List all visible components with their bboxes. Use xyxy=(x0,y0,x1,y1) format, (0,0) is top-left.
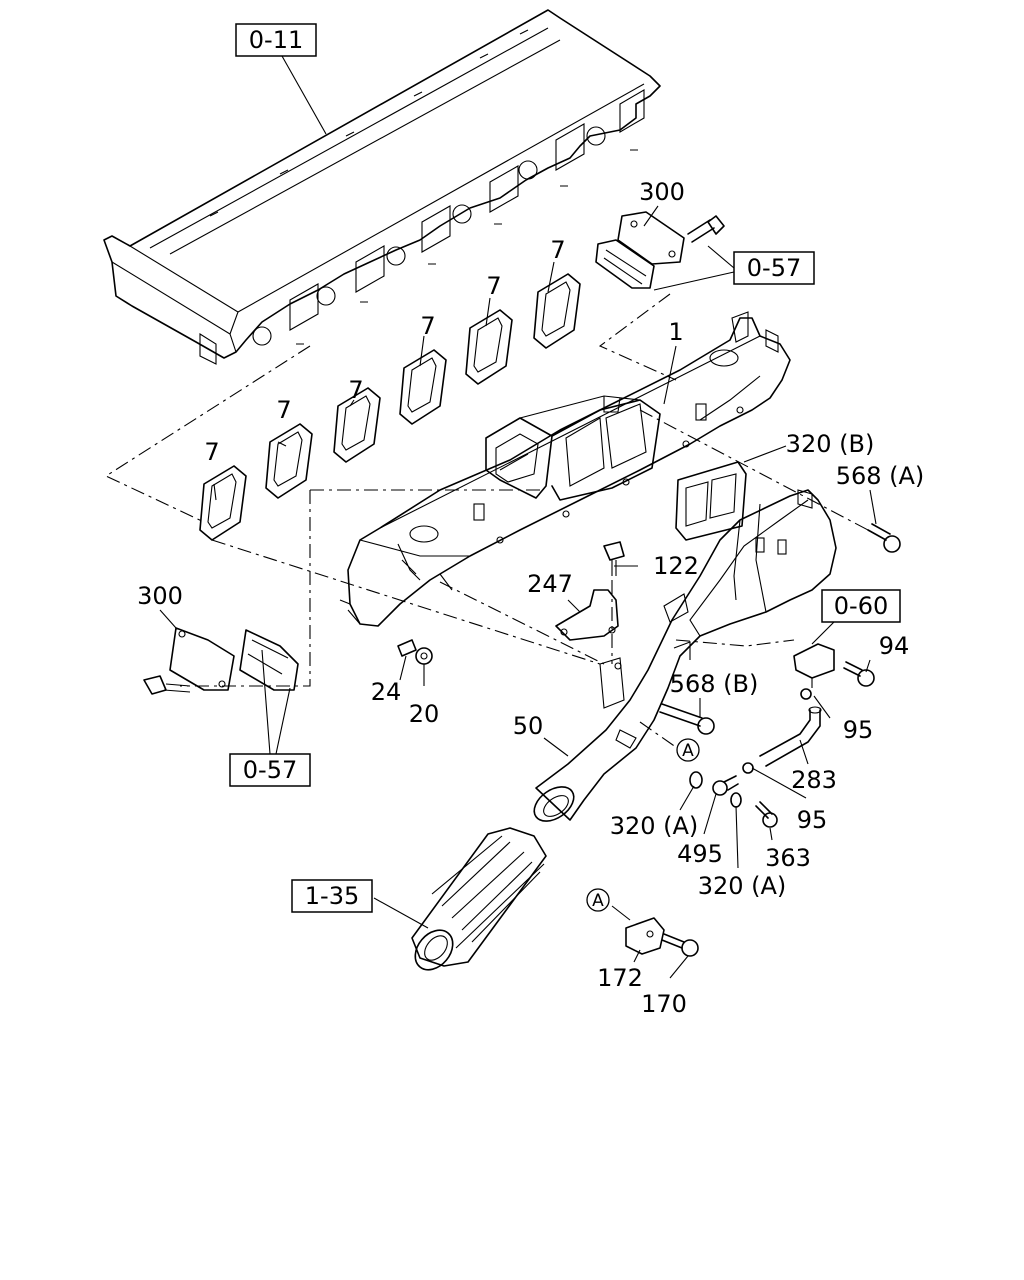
svg-text:0-60: 0-60 xyxy=(834,592,888,620)
label-50: 50 xyxy=(513,712,544,740)
label-320b: 320 (B) xyxy=(786,430,875,458)
cylinder-head xyxy=(103,9,661,365)
gasket-5 xyxy=(465,309,513,385)
ref-box-hose: 1-35 xyxy=(291,879,373,913)
gasket-1 xyxy=(199,465,247,541)
label-172: 172 xyxy=(597,964,643,992)
ref-box-cover-lower: 0-57 xyxy=(229,753,311,787)
intake-manifold xyxy=(339,311,791,627)
gasket-6 xyxy=(533,273,581,349)
svg-text:A: A xyxy=(682,741,694,761)
bracket-172-bolt-170 xyxy=(625,917,699,957)
cover-plate-lower xyxy=(143,627,299,695)
plug-24-nut-20 xyxy=(397,639,433,665)
label-320a-2: 320 (A) xyxy=(698,872,787,900)
svg-text:0-11: 0-11 xyxy=(249,26,303,54)
callout-a-pipe: A xyxy=(676,738,700,762)
svg-text:0-57: 0-57 xyxy=(243,756,297,784)
svg-text:1-35: 1-35 xyxy=(305,882,359,910)
hose-283 xyxy=(759,706,822,767)
label-7c: 7 xyxy=(420,312,435,340)
ref-box-cover-upper: 0-57 xyxy=(733,251,815,285)
gasket-3 xyxy=(333,387,381,463)
label-300-lower: 300 xyxy=(137,582,183,610)
label-568a: 568 (A) xyxy=(836,462,925,490)
label-170: 170 xyxy=(641,990,687,1018)
label-122: 122 xyxy=(653,552,699,580)
callout-a-bracket: A xyxy=(586,888,610,912)
label-7e: 7 xyxy=(276,396,291,424)
bolt-94 xyxy=(843,661,875,687)
label-7b: 7 xyxy=(486,272,501,300)
part-labels: 1 7 7 7 7 7 7 300 300 320 (B) 568 (A) 12… xyxy=(137,178,924,1018)
label-95-upper: 95 xyxy=(843,716,874,744)
label-20: 20 xyxy=(409,700,440,728)
gasket-2 xyxy=(265,423,313,499)
svg-text:0-57: 0-57 xyxy=(747,254,801,282)
label-24: 24 xyxy=(371,678,402,706)
label-320a-1: 320 (A) xyxy=(610,812,699,840)
svg-text:A: A xyxy=(592,891,604,911)
sensor-0-60 xyxy=(793,643,835,688)
label-1: 1 xyxy=(668,318,683,346)
ref-box-sensor: 0-60 xyxy=(821,589,901,623)
bracket-247 xyxy=(555,541,625,641)
bolt-upper xyxy=(687,215,725,243)
hose-coupling xyxy=(411,827,547,971)
bolt-568b xyxy=(659,703,715,735)
label-95-lower: 95 xyxy=(797,806,828,834)
fittings-495-363 xyxy=(689,771,778,828)
label-495: 495 xyxy=(677,840,723,868)
gasket-4 xyxy=(399,349,447,425)
alignment-lines xyxy=(104,293,869,751)
leader-lines xyxy=(159,55,877,979)
label-568b: 568 (B) xyxy=(670,670,759,698)
label-7f: 7 xyxy=(204,438,219,466)
intake-pipe xyxy=(533,461,837,822)
label-7d: 7 xyxy=(348,376,363,404)
label-363: 363 xyxy=(765,844,811,872)
ref-box-cylinder-head: 0-11 xyxy=(235,23,317,57)
label-7a: 7 xyxy=(550,236,565,264)
label-247: 247 xyxy=(527,570,573,598)
label-283: 283 xyxy=(791,766,837,794)
cover-plate-upper xyxy=(595,211,685,289)
label-300-upper: 300 xyxy=(639,178,685,206)
bolt-568a xyxy=(867,523,901,553)
label-94: 94 xyxy=(879,632,910,660)
